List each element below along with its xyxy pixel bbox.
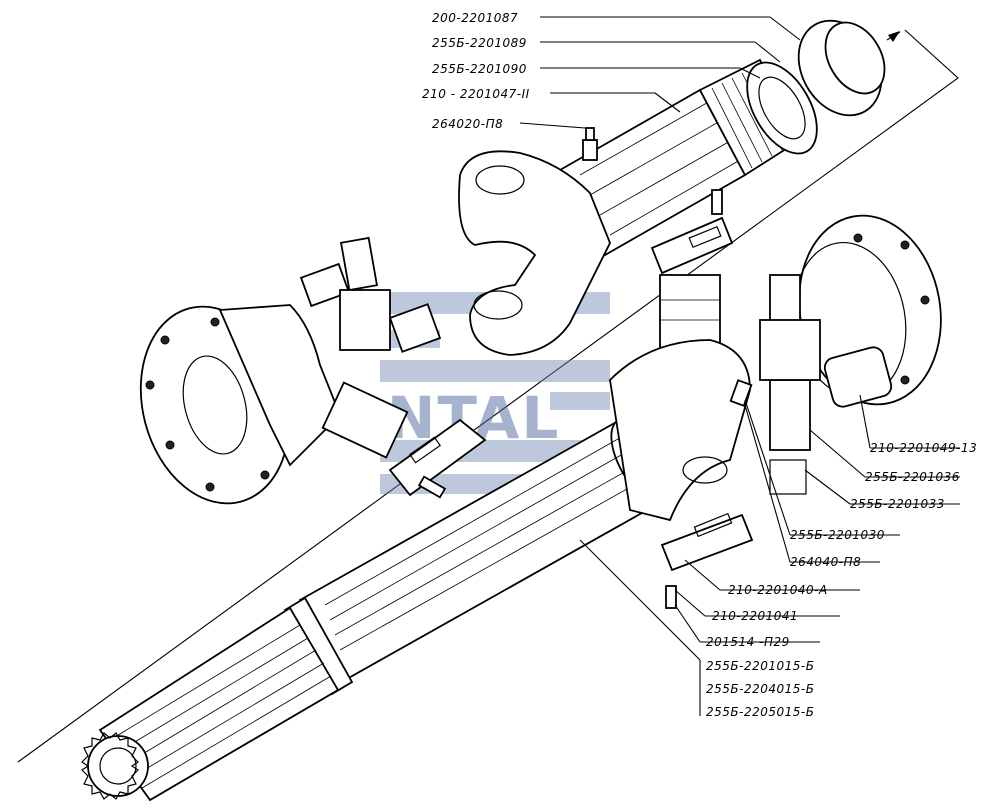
label-part-4: 210 - 2201047-II — [422, 87, 530, 101]
label-part-14: 255Б-2201015-Б — [706, 659, 814, 673]
label-part-8: 255Б-2201033 — [850, 497, 945, 511]
label-part-13: 201514 -П29 — [706, 635, 790, 649]
label-part-11: 210-2201040-А — [728, 583, 828, 597]
label-part-12: 210-2201041 — [712, 609, 798, 623]
label-part-9: 255Б-2201030 — [790, 528, 885, 542]
left-flange-assembly — [139, 236, 487, 505]
main-shaft — [81, 418, 674, 802]
label-part-1: 200-2201087 — [432, 11, 518, 25]
part-labels: 200-2201087 255Б-2201089 255Б-2201090 21… — [422, 11, 977, 719]
label-part-10: 264040-П8 — [790, 555, 861, 569]
right-flange-assembly — [609, 189, 942, 609]
label-part-15: 255Б-2204015-Б — [706, 682, 814, 696]
label-part-3: 255Б-2201090 — [432, 62, 527, 76]
label-part-7: 255Б-2201036 — [865, 470, 960, 484]
label-part-2: 255Б-2201089 — [432, 36, 527, 50]
upper-shaft — [458, 19, 886, 356]
label-part-6: 210-2201049-13 — [870, 441, 977, 455]
leader-lines — [519, 16, 960, 716]
label-part-16: 255Б-2205015-Б — [706, 705, 814, 719]
label-part-5: 264020-П8 — [432, 117, 503, 131]
frame-lines — [17, 29, 959, 763]
